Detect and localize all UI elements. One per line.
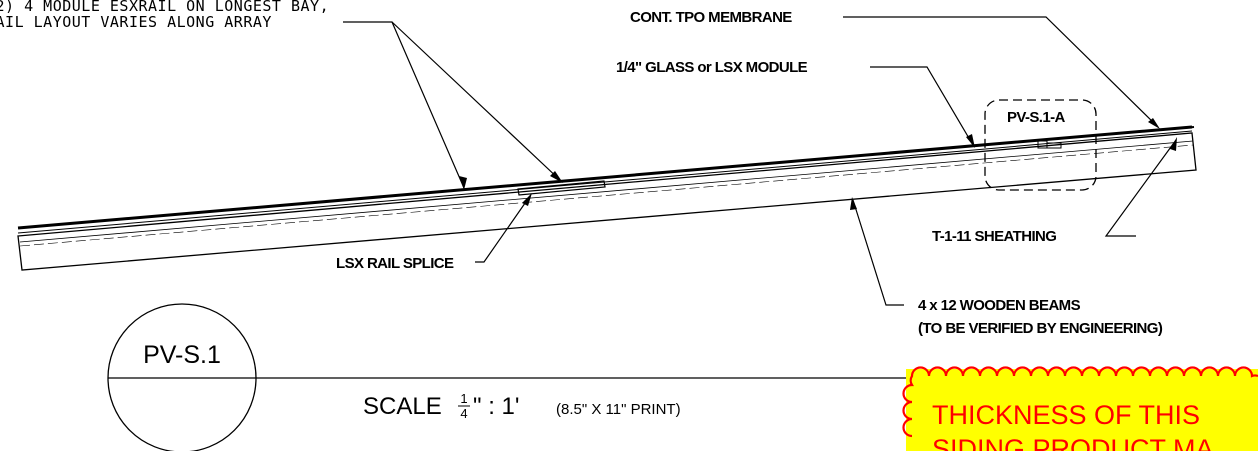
arrow-glass bbox=[966, 134, 975, 148]
scale-denominator: 4 bbox=[460, 406, 467, 421]
tpo-membrane-callout: CONT. TPO MEMBRANE bbox=[630, 9, 792, 26]
arrowheads bbox=[459, 118, 1177, 210]
arrow-esx-2 bbox=[550, 171, 563, 183]
beams-callout-line1: 4 x 12 WOODEN BEAMS bbox=[918, 297, 1081, 314]
esx-rail-callout-line2: RAIL LAYOUT VARIES ALONG ARRAY bbox=[0, 13, 272, 31]
warning-line1: THICKNESS OF THIS bbox=[932, 400, 1200, 430]
arrow-sheathing bbox=[1170, 137, 1177, 151]
warning-cloud-edge bbox=[902, 366, 1258, 438]
warning-line2: SIDING PRODUCT MA bbox=[932, 434, 1214, 451]
beam-leader bbox=[852, 199, 904, 306]
beams-callout-line2: (TO BE VERIFIED BY ENGINEERING) bbox=[918, 320, 1163, 337]
splice-leader bbox=[475, 195, 531, 263]
esx-rail-leader-2 bbox=[391, 21, 562, 182]
warning-cloud-fill bbox=[906, 369, 1258, 451]
sheet-id: PV-S.1 bbox=[143, 341, 221, 369]
print-note: (8.5" X 11" PRINT) bbox=[556, 401, 681, 418]
sheathing-callout: T-1-11 SHEATHING bbox=[932, 228, 1056, 245]
warning-cloud: THICKNESS OF THIS SIDING PRODUCT MA bbox=[902, 366, 1258, 451]
end-cap bbox=[1181, 126, 1195, 129]
arrow-splice bbox=[522, 193, 532, 206]
arrow-esx-1 bbox=[459, 176, 467, 190]
glass-leader bbox=[870, 66, 974, 146]
wooden-beam bbox=[17, 132, 1197, 271]
glass-module-callout: 1/4" GLASS or LSX MODULE bbox=[616, 59, 808, 76]
detail-bubble bbox=[984, 99, 1097, 191]
arrow-tpo bbox=[1148, 118, 1160, 129]
arrow-beam bbox=[850, 197, 857, 210]
roof-section bbox=[17, 125, 1197, 271]
rail-splice-callout: LSX RAIL SPLICE bbox=[336, 255, 454, 272]
esx-rail-leader bbox=[343, 21, 465, 189]
leader-lines bbox=[343, 16, 1177, 306]
sheathing-line bbox=[19, 144, 1194, 247]
beam-inner-line bbox=[19, 140, 1194, 243]
scale-suffix: " : 1' bbox=[473, 393, 519, 420]
rail-splice-box bbox=[517, 180, 606, 196]
scale-numerator: 1 bbox=[460, 391, 467, 406]
esx-rail-callout-line1: (2) 4 MODULE ESXRAIL ON LONGEST BAY, bbox=[0, 0, 329, 15]
scale-prefix: SCALE bbox=[363, 393, 442, 420]
tpo-membrane-line bbox=[17, 130, 1193, 234]
detail-tag: PV-S.1-A bbox=[1007, 109, 1065, 126]
tpo-leader bbox=[843, 16, 1159, 128]
clamp-block bbox=[1046, 142, 1062, 149]
sheathing-leader bbox=[1104, 139, 1177, 237]
module-line bbox=[17, 125, 1193, 230]
